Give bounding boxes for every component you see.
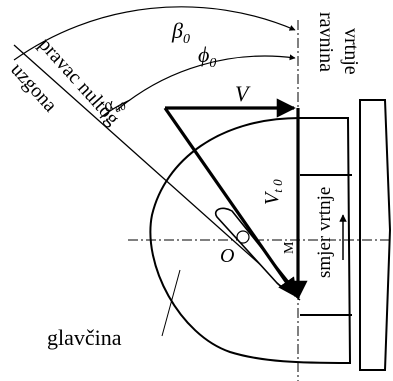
V-label: V [235,81,251,106]
hub-leader-line [161,269,181,337]
relative-velocity-arrow [163,107,298,298]
Vt0-label: Vt 0 [261,179,285,205]
point-O-label: O [220,245,234,267]
hub-outline [149,117,352,365]
pravac-nultog-label: pravac nultog [34,34,124,130]
beta0-arc [13,6,296,61]
smjer-vrtnje-label: smjer vrtnje [314,187,335,278]
alpha-arc [99,99,131,119]
point-O-circle [236,230,250,244]
ravnina-label: ravnina [315,12,337,72]
shaft-outline [359,99,392,371]
phi0-arc [116,54,296,111]
point-M-label: M [282,241,297,254]
beta0-label: β0 [171,18,190,47]
vrtnje-label: vrtnje [340,28,362,75]
phi0-label: ϕ0 [198,42,216,71]
hub-label: glavčina [47,325,122,350]
zero-lift-line [13,44,301,301]
